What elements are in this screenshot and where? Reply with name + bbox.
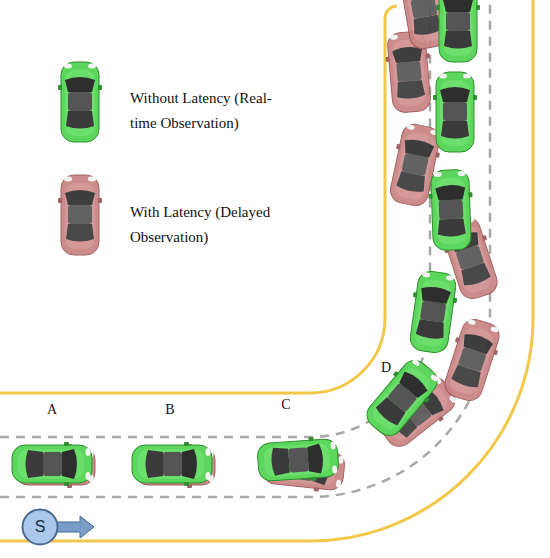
legend-car-sample [58, 62, 102, 142]
realtime-car [433, 72, 477, 152]
node-label: S [21, 508, 59, 546]
position-label: D [381, 360, 391, 376]
position-label: C [281, 397, 290, 413]
realtime-car [436, 0, 480, 62]
legend-text: With Latency (Delayed Observation) [130, 200, 272, 250]
realtime-car [257, 435, 340, 484]
legend-car-sample [58, 175, 102, 255]
realtime-car [428, 169, 475, 250]
lane-line [0, 0, 430, 437]
road-edge [0, 0, 533, 541]
position-label: B [165, 402, 174, 418]
realtime-car [406, 269, 461, 354]
realtime-car [132, 442, 212, 486]
lane-line [0, 0, 490, 497]
start-arrow [56, 516, 94, 538]
realtime-car [12, 442, 92, 486]
realtime-car [359, 353, 444, 443]
start-marker: S [21, 508, 59, 546]
position-label: A [47, 402, 57, 418]
legend-text: Without Latency (Real-time Observation) [130, 86, 281, 136]
road-edge [0, 6, 397, 393]
